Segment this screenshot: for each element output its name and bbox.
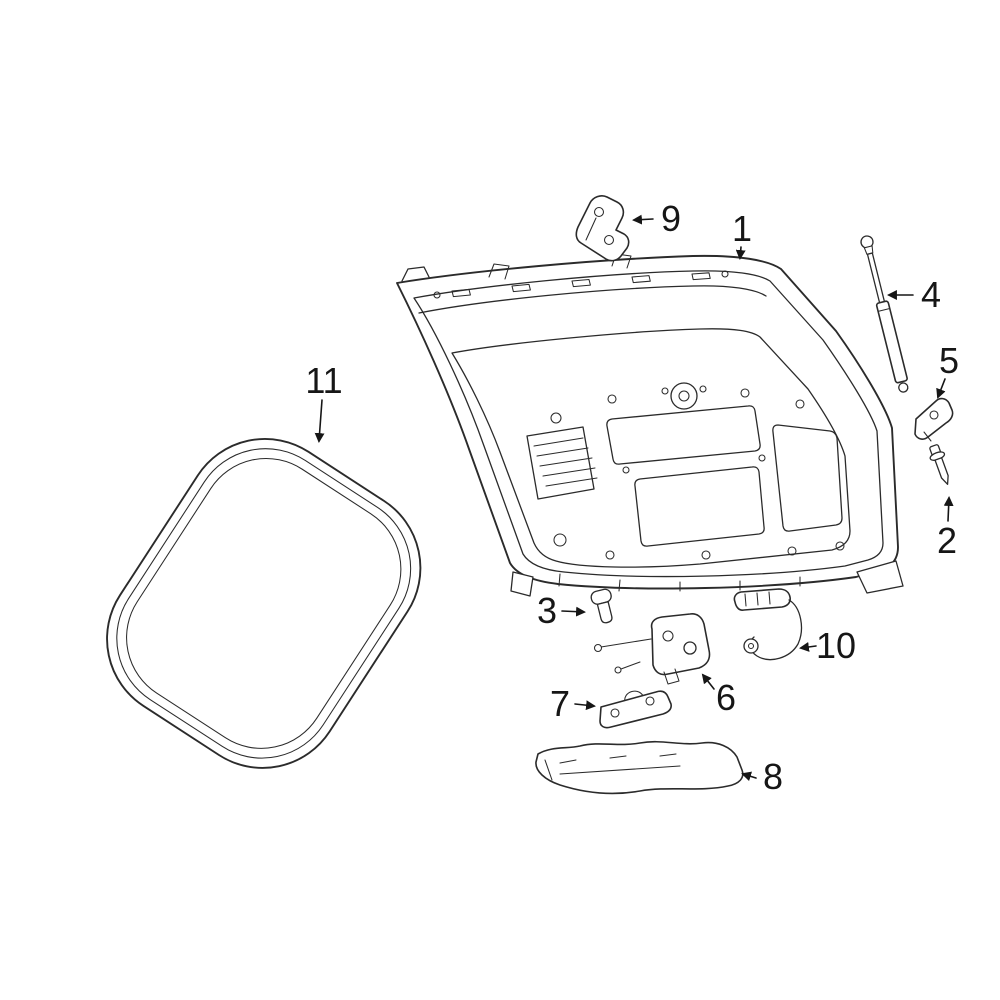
callout-6-arrow [701,673,715,690]
callout-9-arrow [632,214,654,225]
callout-2-label: 2 [937,520,957,561]
callout-9: 9 [632,198,681,239]
liftgate-panel-drawing [396,253,904,597]
bumper-stop-drawing [590,588,613,624]
callout-2: 2 [937,496,957,561]
callout-11-arrow [314,399,325,443]
release-handle-harness-drawing [733,588,803,661]
hinge-drawing [575,195,630,262]
callout-8-arrow [741,771,757,782]
callout-8-label: 8 [763,756,783,797]
callout-8: 8 [741,756,783,797]
callout-7: 7 [550,683,596,724]
callout-11-label: 11 [305,360,342,401]
callout-7-arrow [574,700,596,711]
callout-10-label: 10 [816,625,856,666]
callout-1-arrow [735,246,746,260]
callout-4: 4 [887,274,941,315]
callout-6: 6 [701,673,736,718]
callout-6-label: 6 [716,677,736,718]
callout-2-arrow [943,496,954,522]
sill-trim-panel-drawing [535,740,744,795]
ball-stud-drawing [929,444,949,485]
callout-5: 5 [936,340,959,399]
callout-5-arrow [936,378,946,399]
lift-support-strut-drawing [860,235,909,393]
callout-7-label: 7 [550,683,570,724]
callout-3-arrow [561,606,586,617]
callout-5-label: 5 [939,340,959,381]
callout-3: 3 [537,590,586,631]
callout-4-label: 4 [921,274,941,315]
callout-1: 1 [732,208,752,260]
latch-drawing [593,613,711,685]
callout-3-label: 3 [537,590,557,631]
callout-11: 11 [305,360,343,443]
callout-10-arrow [799,642,817,652]
striker-bracket-drawing [599,690,672,729]
callout-10: 10 [799,625,856,666]
stud-bracket-drawing [914,397,954,442]
callout-1-label: 1 [732,208,752,249]
weatherstrip-seal-drawing [106,437,422,769]
callout-9-label: 9 [661,198,681,239]
